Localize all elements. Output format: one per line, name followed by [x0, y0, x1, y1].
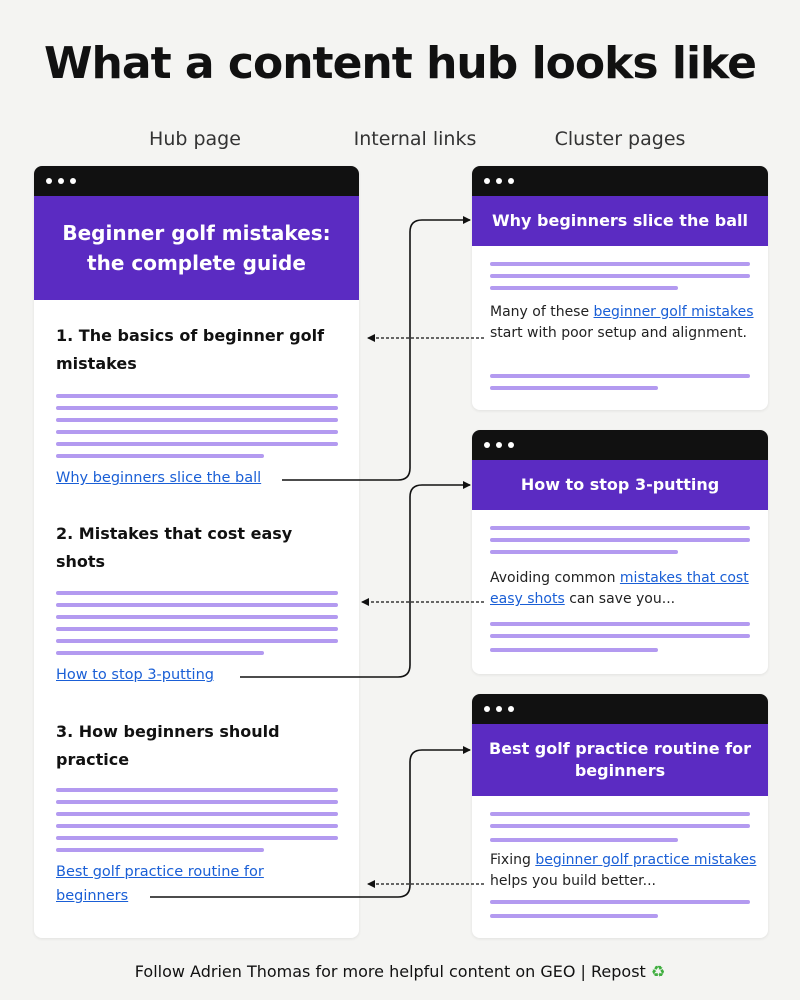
- cluster-anchor-link[interactable]: beginner golf practice mistakes: [535, 852, 757, 868]
- recycle-icon: ♻: [650, 962, 666, 981]
- cluster-window-putting: How to stop 3-putting Avoiding common mi…: [472, 430, 768, 674]
- window-dot-icon: [484, 178, 490, 184]
- window-dot-icon: [496, 178, 502, 184]
- cluster-paragraph: Fixing beginner golf practice mistakes h…: [490, 852, 757, 889]
- footer: Follow Adrien Thomas for more helpful co…: [0, 962, 800, 981]
- window-bar: [472, 166, 768, 196]
- cluster-paragraph: Avoiding common mistakes that cost easy …: [490, 570, 749, 607]
- window-dot-icon: [496, 706, 502, 712]
- hub-section-title: 2. Mistakes that cost easy shots: [56, 524, 293, 571]
- window-dot-icon: [496, 442, 502, 448]
- cluster-window-slice: Why beginners slice the ball Many of the…: [472, 166, 768, 410]
- window-dot-icon: [508, 442, 514, 448]
- hub-link-3-putting[interactable]: How to stop 3-putting: [56, 667, 214, 683]
- window-dot-icon: [484, 442, 490, 448]
- window-dot-icon: [70, 178, 76, 184]
- cluster-header: Best golf practice routine for beginners: [472, 724, 768, 796]
- cluster-header: Why beginners slice the ball: [472, 196, 768, 246]
- hub-section-title: 1. The basics of beginner golf mistakes: [56, 326, 325, 373]
- hub-section-title: 3. How beginners should practice: [56, 722, 280, 769]
- hub-header: Beginner golf mistakes: the complete gui…: [34, 196, 359, 300]
- hub-link-practice[interactable]: Best golf practice routine for beginners: [56, 864, 264, 904]
- hub-column-label: Hub page: [149, 128, 241, 150]
- cluster-column-label: Cluster pages: [554, 128, 686, 150]
- window-bar: [34, 166, 359, 196]
- cluster-header: How to stop 3-putting: [472, 460, 768, 510]
- page-title: What a content hub looks like: [44, 38, 757, 89]
- hub-link-slice[interactable]: Why beginners slice the ball: [56, 470, 262, 486]
- cluster-paragraph: Many of these beginner golf mistakes sta…: [490, 304, 754, 341]
- cluster-anchor-link[interactable]: beginner golf mistakes: [593, 304, 754, 320]
- links-column-label: Internal links: [353, 128, 477, 150]
- window-dot-icon: [508, 706, 514, 712]
- cluster-window-practice: Best golf practice routine for beginners…: [472, 694, 768, 938]
- window-bar: [472, 430, 768, 460]
- window-dot-icon: [58, 178, 64, 184]
- cluster-anchor-link[interactable]: mistakes that cost easy shots: [490, 570, 749, 607]
- footer-text: Follow Adrien Thomas for more helpful co…: [134, 962, 651, 981]
- window-dot-icon: [46, 178, 52, 184]
- window-bar: [472, 694, 768, 724]
- window-dot-icon: [508, 178, 514, 184]
- window-dot-icon: [484, 706, 490, 712]
- hub-page-window: Beginner golf mistakes: the complete gui…: [34, 166, 359, 938]
